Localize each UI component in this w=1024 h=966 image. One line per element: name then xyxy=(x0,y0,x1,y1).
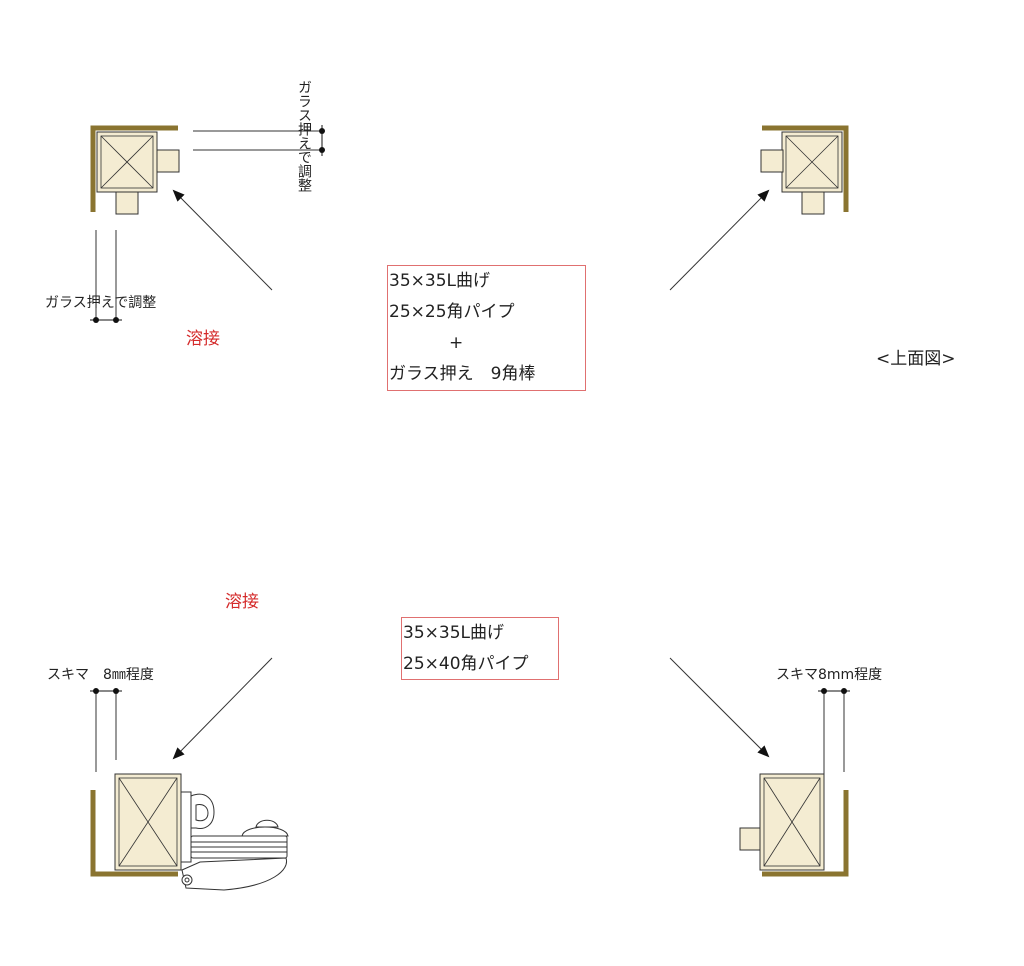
spec-top-line-4: ガラス押え 9角棒 xyxy=(389,364,536,384)
spec-top-line-2: 25×25角パイプ xyxy=(389,302,515,322)
spec-top-line-3: + xyxy=(449,333,464,353)
leader-arrow-top-left xyxy=(172,189,273,291)
leader-arrow-bottom-left xyxy=(172,657,273,760)
glass-stop-bar-bottom xyxy=(115,191,139,215)
hinge-hardware xyxy=(180,791,289,891)
detail-top-left xyxy=(90,125,325,323)
top-view-label: <上面図> xyxy=(876,349,956,369)
glass-adjust-label-vertical: ガラス押えで調整 xyxy=(296,80,312,192)
glass-stop-bar-right xyxy=(156,149,180,173)
angle-35x35 xyxy=(762,125,849,212)
glass-adjust-label-horizontal: ガラス押えで調整 xyxy=(45,295,157,311)
stop-bar-left xyxy=(739,827,761,851)
angle-35x35 xyxy=(762,790,849,877)
angle-35x35 xyxy=(90,790,178,877)
leader-arrow-top-right xyxy=(669,189,770,291)
spec-box-bottom: 35×35L曲げ 25×40角パイプ xyxy=(401,617,559,680)
glass-stop-bar-left xyxy=(760,149,784,173)
glass-stop-bar-bottom xyxy=(801,191,825,215)
gap-label-left: スキマ 8㎜程度 xyxy=(47,667,154,683)
leader-arrow-bottom-right xyxy=(669,657,770,758)
weld-label-top: 溶接 xyxy=(186,329,220,349)
spec-top-line-1: 35×35L曲げ xyxy=(389,271,490,291)
gap-label-right: スキマ8mm程度 xyxy=(776,667,883,683)
spec-box-top: 35×35L曲げ 25×25角パイプ + ガラス押え 9角棒 xyxy=(387,265,586,391)
detail-bottom-left xyxy=(90,657,289,891)
detail-bottom-right xyxy=(669,657,850,877)
weld-label-bottom: 溶接 xyxy=(225,592,259,612)
spec-bottom-line-1: 35×35L曲げ xyxy=(403,623,504,643)
square-pipe-inner xyxy=(100,135,154,189)
spec-bottom-line-2: 25×40角パイプ xyxy=(403,654,529,674)
detail-top-right xyxy=(669,125,849,291)
angle-35x35 xyxy=(90,125,178,212)
